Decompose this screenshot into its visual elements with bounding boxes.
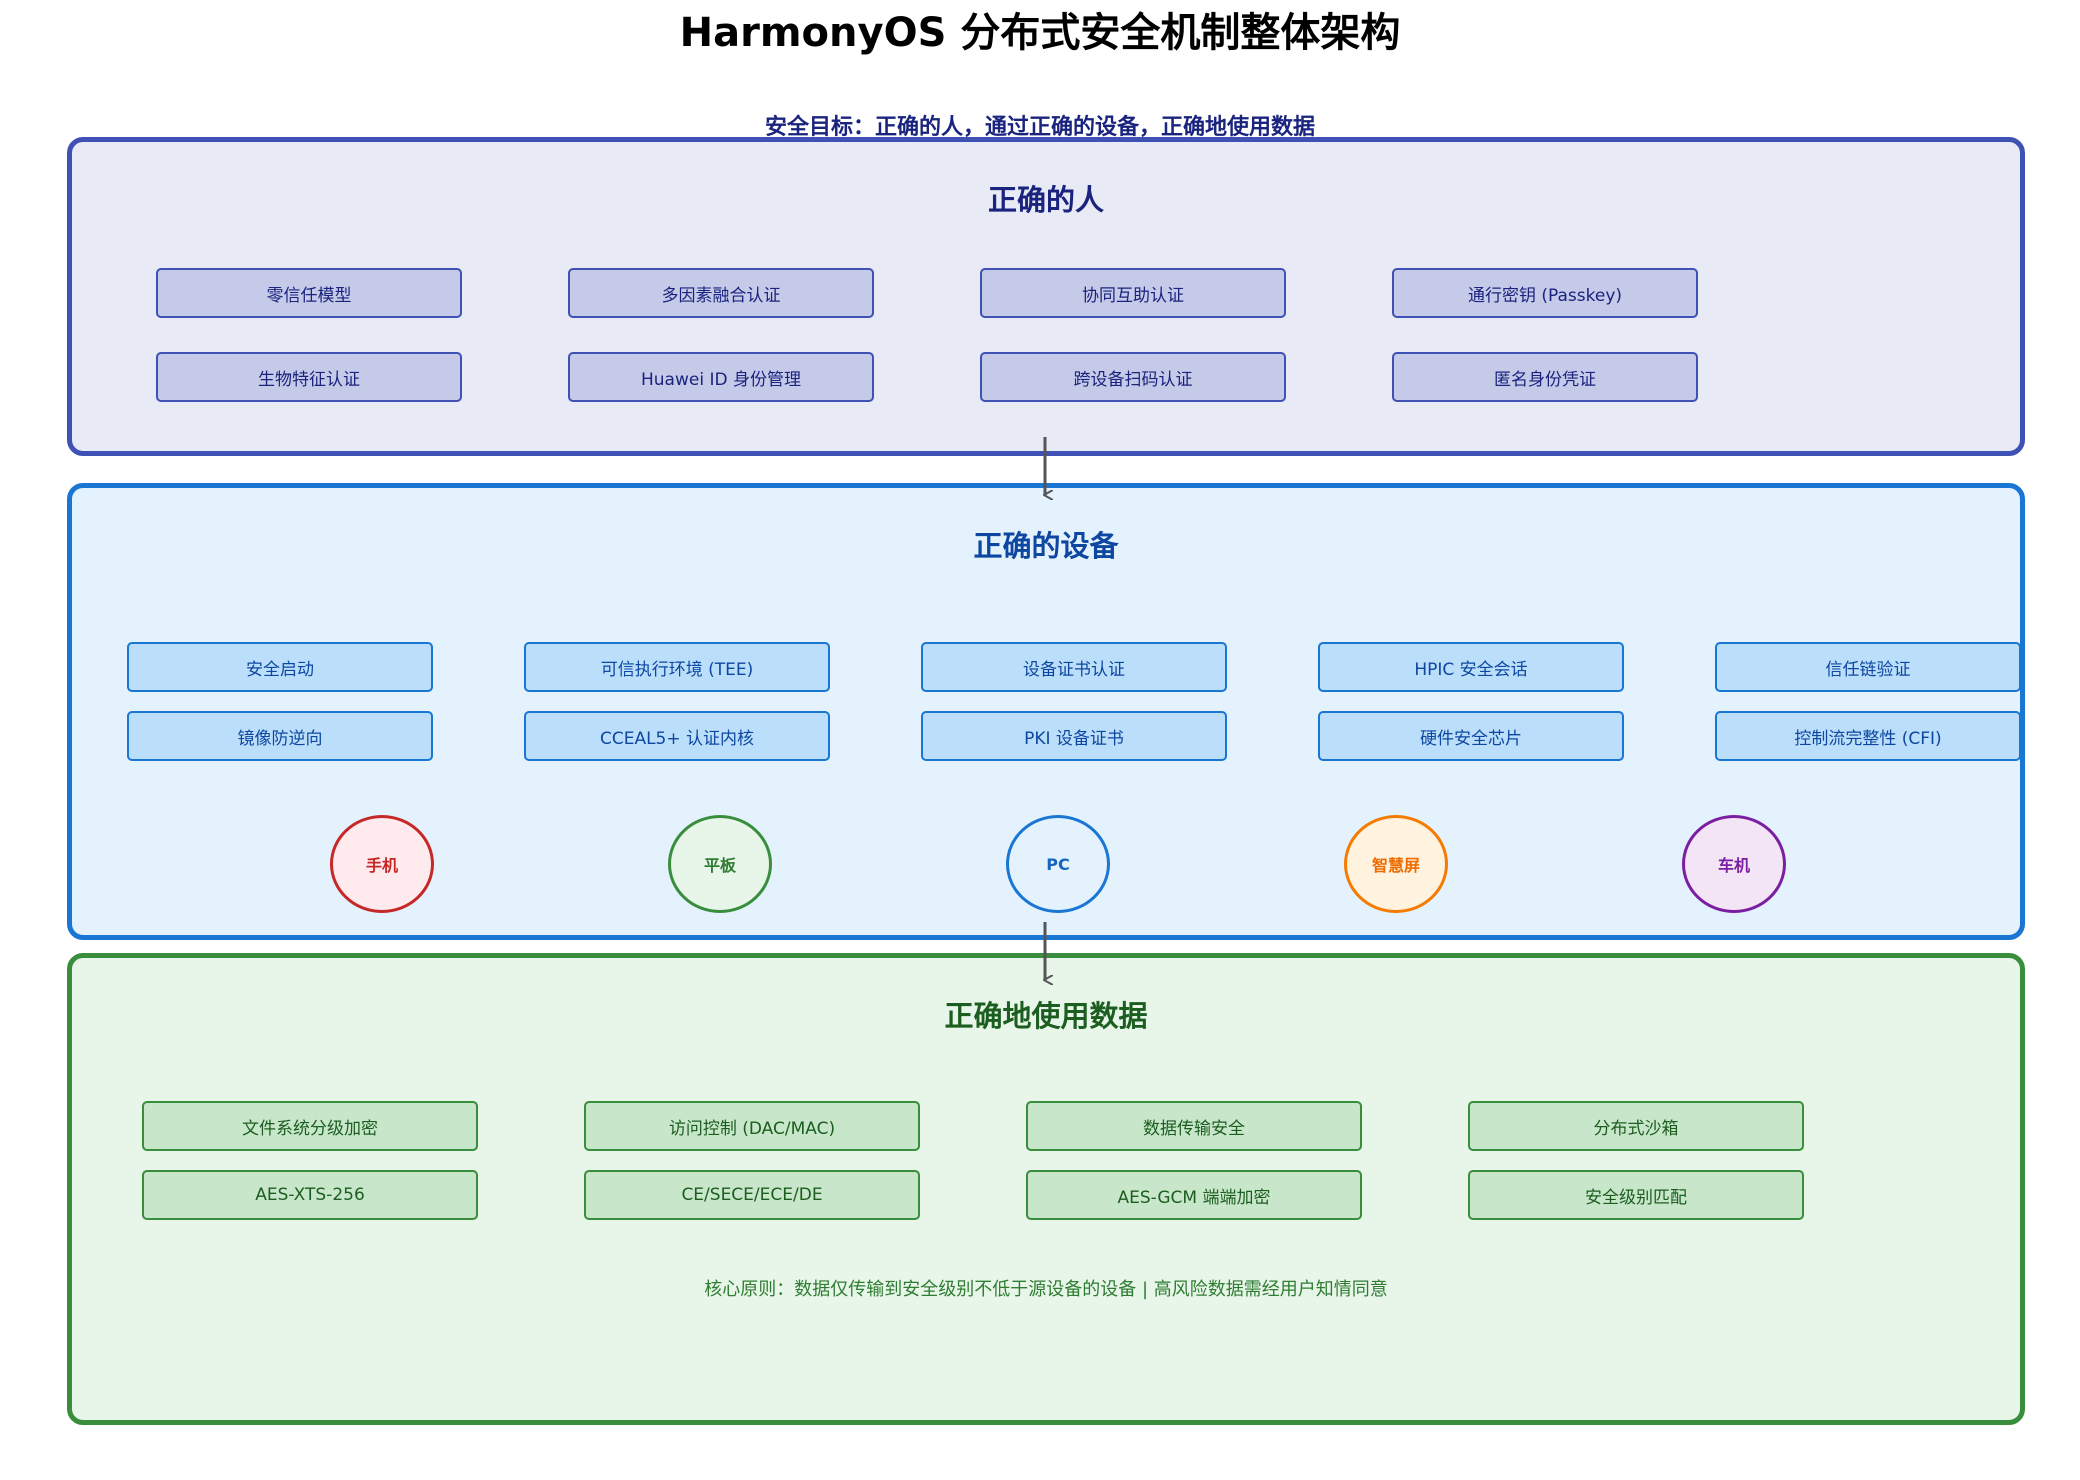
data-panel: 正确地使用数据 文件系统分级加密 访问控制 (DAC/MAC) 数据传输安全 分布式沙… — [67, 953, 2025, 1425]
people-feature-chip: Huawei ID 身份管理 — [568, 352, 874, 402]
devices-feature-chip: 硬件安全芯片 — [1318, 711, 1624, 761]
people-feature-chip: 零信任模型 — [156, 268, 462, 318]
data-feature-chip: 分布式沙箱 — [1468, 1101, 1804, 1151]
people-feature-chip: 生物特征认证 — [156, 352, 462, 402]
data-feature-chip: 数据传输安全 — [1026, 1101, 1362, 1151]
pc-icon: PC — [1006, 815, 1110, 913]
diagram-title: HarmonyOS 分布式安全机制整体架构 — [679, 10, 1401, 56]
data-panel-title: 正确地使用数据 — [944, 999, 1148, 1033]
car-unit-icon: 车机 — [1682, 815, 1786, 913]
data-feature-chip: 访问控制 (DAC/MAC) — [584, 1101, 920, 1151]
people-feature-chip: 跨设备扫码认证 — [980, 352, 1286, 402]
devices-feature-chip: HPIC 安全会话 — [1318, 642, 1624, 692]
devices-feature-chip: 安全启动 — [127, 642, 433, 692]
data-feature-chip: AES-GCM 端端加密 — [1026, 1170, 1362, 1220]
tablet-icon: 平板 — [668, 815, 772, 913]
devices-panel-title: 正确的设备 — [973, 529, 1119, 563]
people-feature-chip: 多因素融合认证 — [568, 268, 874, 318]
people-panel-title: 正确的人 — [987, 183, 1104, 217]
devices-feature-chip: 镜像防逆向 — [127, 711, 433, 761]
data-feature-chip: 文件系统分级加密 — [142, 1101, 478, 1151]
data-feature-chip: AES-XTS-256 — [142, 1170, 478, 1220]
people-feature-chip: 协同互助认证 — [980, 268, 1286, 318]
security-goal: 安全目标：正确的人，通过正确的设备，正确地使用数据 — [764, 114, 1315, 140]
devices-feature-chip: 信任链验证 — [1715, 642, 2021, 692]
devices-feature-chip: PKI 设备证书 — [921, 711, 1227, 761]
phone-icon: 手机 — [330, 815, 434, 913]
devices-feature-chip: CCEAL5+ 认证内核 — [524, 711, 830, 761]
core-principle-note: 核心原则：数据仅传输到安全级别不低于源设备的设备 | 高风险数据需经用户知情同意 — [704, 1279, 1388, 1300]
people-panel: 正确的人 零信任模型 多因素融合认证 协同互助认证 通行密钥 (Passkey) 生物特… — [67, 137, 2025, 456]
devices-panel: 正确的设备 安全启动 可信执行环境 (TEE) 设备证书认证 HPIC 安全会话 信任链… — [67, 483, 2025, 940]
data-feature-chip: CE/SECE/ECE/DE — [584, 1170, 920, 1220]
people-feature-chip: 匿名身份凭证 — [1392, 352, 1698, 402]
smart-screen-icon: 智慧屏 — [1344, 815, 1448, 913]
data-feature-chip: 安全级别匹配 — [1468, 1170, 1804, 1220]
devices-feature-chip: 可信执行环境 (TEE) — [524, 642, 830, 692]
devices-feature-chip: 设备证书认证 — [921, 642, 1227, 692]
devices-feature-chip: 控制流完整性 (CFI) — [1715, 711, 2021, 761]
people-feature-chip: 通行密钥 (Passkey) — [1392, 268, 1698, 318]
